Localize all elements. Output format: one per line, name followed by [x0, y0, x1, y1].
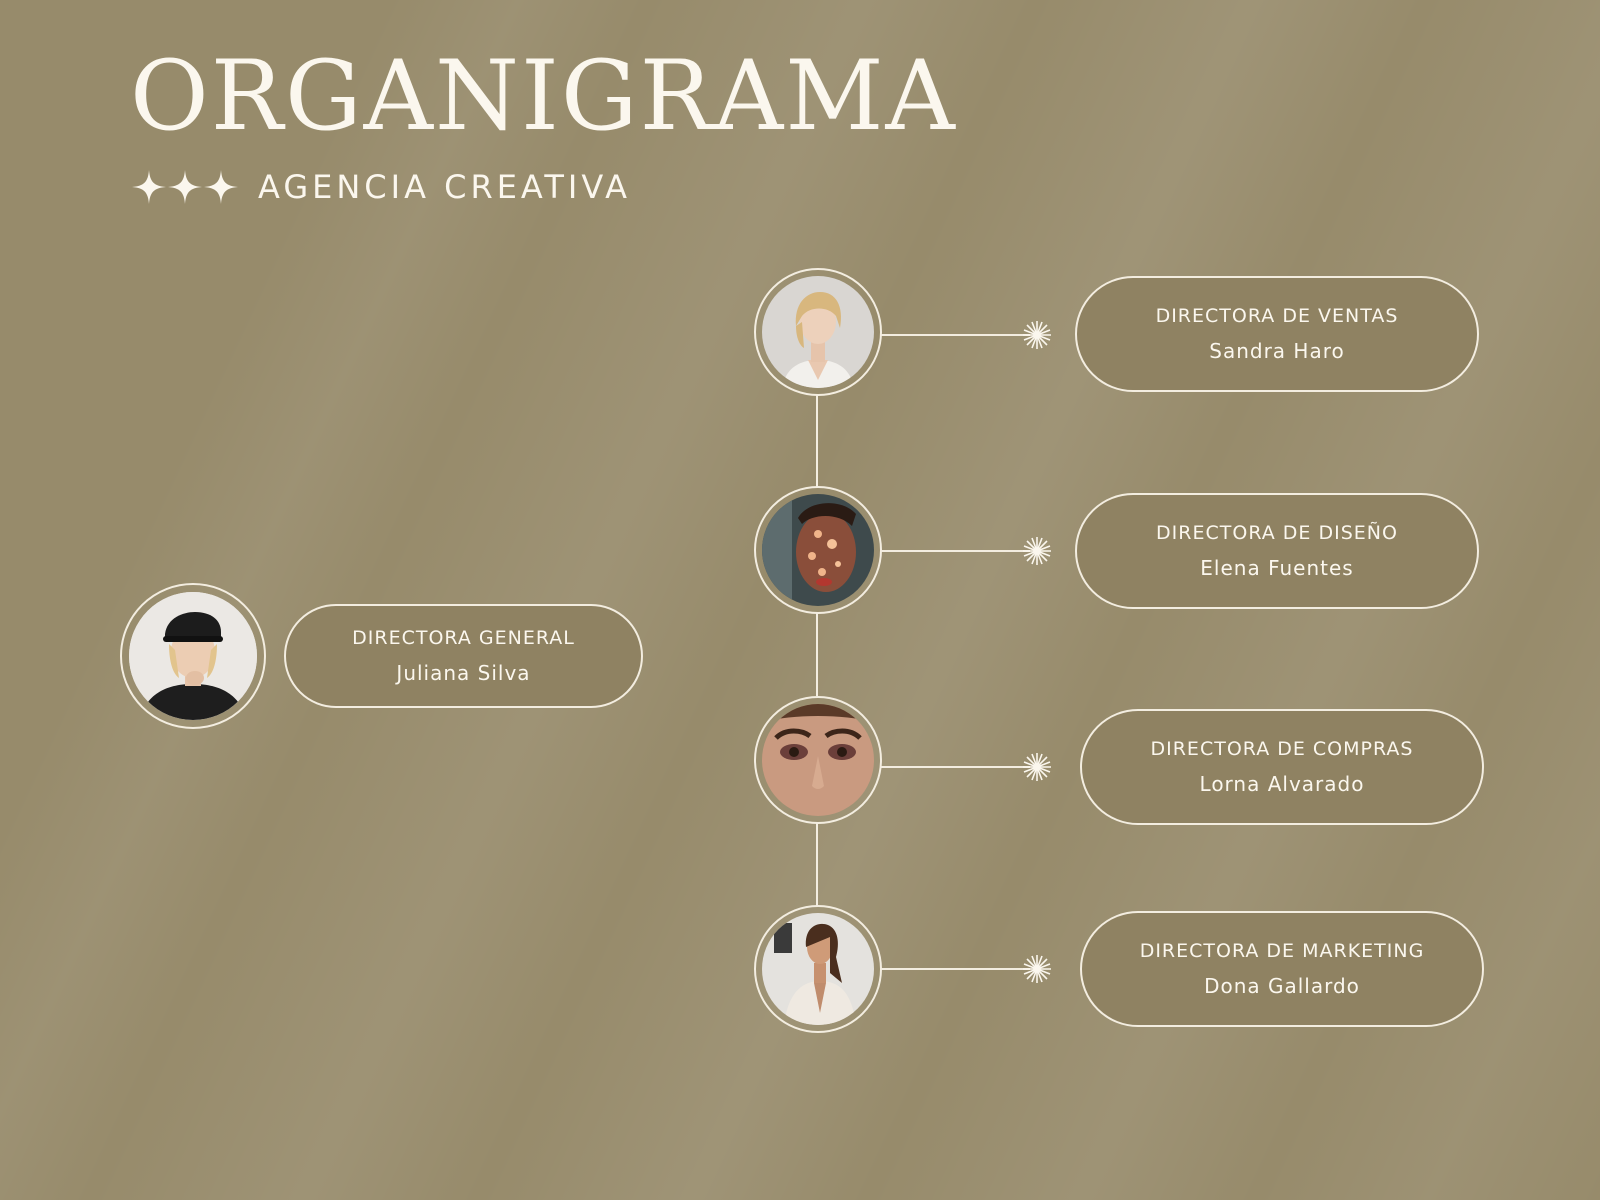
portrait-image — [762, 276, 874, 388]
stars-group — [132, 170, 238, 204]
person-name: Juliana Silva — [396, 661, 531, 685]
sparkle-icon — [1023, 753, 1051, 781]
star-icon — [132, 170, 166, 204]
org-box-compras: DIRECTORA DE COMPRAS Lorna Alvarado — [1080, 709, 1484, 825]
star-icon — [168, 170, 202, 204]
role-label: DIRECTORA GENERAL — [352, 627, 575, 649]
portrait-image — [762, 913, 874, 1025]
page-subtitle: AGENCIA CREATIVA — [258, 168, 632, 206]
avatar-ventas — [754, 268, 882, 396]
org-box-general: DIRECTORA GENERAL Juliana Silva — [284, 604, 643, 708]
role-label: DIRECTORA DE VENTAS — [1155, 305, 1399, 327]
avatar-compras — [754, 696, 882, 824]
role-label: DIRECTORA DE MARKETING — [1139, 940, 1425, 962]
portrait-image — [762, 704, 874, 816]
org-box-ventas: DIRECTORA DE VENTAS Sandra Haro — [1075, 276, 1479, 392]
subtitle-row: AGENCIA CREATIVA — [132, 168, 631, 206]
person-name: Dona Gallardo — [1204, 974, 1360, 998]
org-box-marketing: DIRECTORA DE MARKETING Dona Gallardo — [1080, 911, 1484, 1027]
avatar-general — [120, 583, 266, 729]
portrait-image — [762, 494, 874, 606]
role-label: DIRECTORA DE COMPRAS — [1150, 738, 1414, 760]
person-name: Elena Fuentes — [1200, 556, 1354, 580]
portrait-image — [129, 592, 257, 720]
person-name: Sandra Haro — [1209, 339, 1345, 363]
page-title: ORGANIGRAMA — [130, 40, 957, 152]
sparkle-icon — [1023, 321, 1051, 349]
star-icon — [204, 170, 238, 204]
org-box-diseno: DIRECTORA DE DISEÑO Elena Fuentes — [1075, 493, 1479, 609]
avatar-marketing — [754, 905, 882, 1033]
person-name: Lorna Alvarado — [1199, 772, 1365, 796]
avatar-diseno — [754, 486, 882, 614]
sparkle-icon — [1023, 537, 1051, 565]
role-label: DIRECTORA DE DISEÑO — [1156, 522, 1398, 544]
sparkle-icon — [1023, 955, 1051, 983]
